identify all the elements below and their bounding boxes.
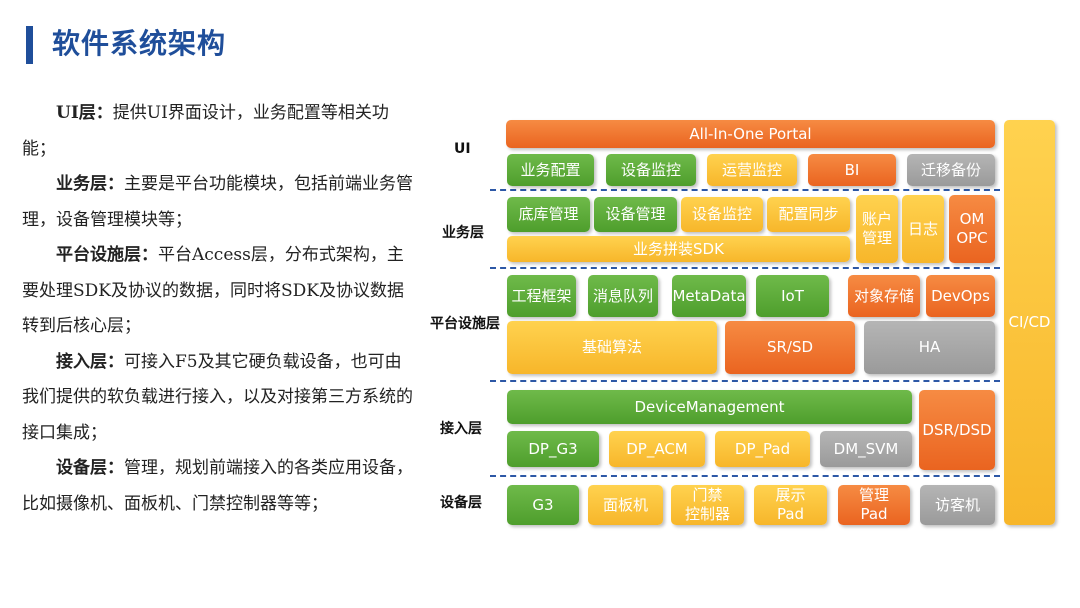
layer-label-access: 接入层	[440, 421, 482, 437]
acc-dsr-box: DSR/DSD	[919, 390, 995, 470]
biz-base-box: 底库管理	[507, 197, 590, 232]
desc-business: 业务层：主要是平台功能模块，包括前端业务管理，设备管理模块等；	[22, 174, 413, 230]
layer-label-device: 设备层	[440, 495, 482, 511]
desc-device: 设备层：管理，规划前端接入的各类应用设备，比如摄像机、面板机、门禁控制器等等；	[22, 458, 413, 514]
plat-queue-box: 消息队列	[588, 275, 658, 317]
ui-ops-monitor-box: 运营监控	[707, 154, 797, 186]
plat-storage-box: 对象存储	[848, 275, 920, 317]
title-accent-bar	[26, 26, 33, 64]
separator-platform-access	[490, 380, 1000, 382]
dev-g3-box: G3	[507, 485, 579, 525]
dev-visitor-box: 访客机	[920, 485, 995, 525]
acc-acm-box: DP_ACM	[609, 431, 705, 467]
portal-box: All-In-One Portal	[506, 120, 995, 148]
layer-label-ui: UI	[454, 141, 471, 157]
biz-monitor-box: 设备监控	[681, 197, 763, 232]
acc-pad-box: DP_Pad	[715, 431, 810, 467]
separator-access-device	[490, 475, 1000, 477]
ui-bi-box: BI	[808, 154, 896, 186]
ui-device-monitor-box: 设备监控	[606, 154, 696, 186]
biz-device-box: 设备管理	[594, 197, 677, 232]
acc-g3-box: DP_G3	[507, 431, 599, 467]
plat-iot-box: IoT	[756, 275, 829, 317]
biz-sdk-box: 业务拼装SDK	[507, 236, 850, 262]
dev-door-box: 门禁控制器	[671, 485, 744, 525]
page-title: 软件系统架构	[52, 27, 227, 60]
separator-business-platform	[490, 267, 1000, 269]
separator-ui-business	[490, 189, 1000, 191]
acc-device-management-box: DeviceManagement	[507, 390, 912, 424]
ui-migrate-box: 迁移备份	[907, 154, 995, 186]
plat-metadata-box: MetaData	[672, 275, 746, 317]
desc-access: 接入层：可接入F5及其它硬负载设备，也可由我们提供的软负载进行接入，以及对接第三…	[22, 351, 413, 443]
biz-sync-box: 配置同步	[767, 197, 850, 232]
plat-srsd-box: SR/SD	[725, 321, 855, 374]
description-text: UI层：提供UI界面设计，业务配置等相关功能； 业务层：主要是平台功能模块，包括…	[22, 96, 414, 522]
plat-framework-box: 工程框架	[507, 275, 576, 317]
ui-config-box: 业务配置	[507, 154, 594, 186]
cicd-box: CI/CD	[1004, 120, 1055, 525]
acc-svm-box: DM_SVM	[820, 431, 912, 467]
plat-algo-box: 基础算法	[507, 321, 717, 374]
layer-label-business: 业务层	[442, 225, 484, 241]
layer-label-platform: 平台设施层	[430, 316, 500, 332]
plat-devops-box: DevOps	[926, 275, 995, 317]
biz-account-box: 账户管理	[856, 195, 898, 263]
plat-ha-box: HA	[864, 321, 995, 374]
dev-panel-box: 面板机	[588, 485, 663, 525]
desc-ui: UI层：提供UI界面设计，业务配置等相关功能；	[22, 103, 389, 159]
desc-platform: 平台设施层：平台Access层，分布式架构，主要处理SDK及协议的数据，同时将S…	[22, 245, 404, 336]
biz-log-box: 日志	[902, 195, 944, 263]
